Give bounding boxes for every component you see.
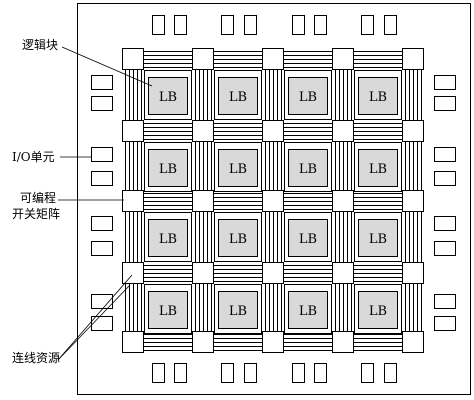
logic-block-label: LB: [159, 90, 177, 105]
label-io-unit: I/O单元: [12, 150, 55, 164]
io-unit: [434, 241, 456, 256]
logic-block: [358, 149, 398, 187]
io-unit: [91, 171, 113, 186]
logic-block-label: LB: [369, 90, 387, 105]
switch-matrix: [262, 120, 284, 142]
io-unit: [384, 15, 397, 35]
io-unit: [152, 363, 165, 383]
logic-block: [288, 77, 328, 115]
switch-matrix: [122, 190, 144, 212]
switch-matrix: [332, 190, 354, 212]
logic-block-label: LB: [369, 232, 387, 247]
switch-matrix: [332, 48, 354, 70]
switch-matrix: [122, 262, 144, 284]
switch-matrix: [122, 48, 144, 70]
io-unit: [314, 363, 327, 383]
logic-block-label: LB: [299, 90, 317, 105]
io-unit: [174, 15, 187, 35]
switch-matrix: [402, 48, 424, 70]
logic-block: [288, 291, 328, 329]
io-unit: [314, 15, 327, 35]
logic-block: [288, 149, 328, 187]
leader-logic-block: [61, 46, 153, 87]
logic-block: [218, 149, 258, 187]
io-unit: [434, 75, 456, 90]
logic-block: [358, 77, 398, 115]
switch-matrix: [332, 262, 354, 284]
switch-matrix: [192, 262, 214, 284]
logic-block: [218, 291, 258, 329]
switch-matrix: [122, 331, 144, 353]
io-unit: [174, 363, 187, 383]
logic-block-label: LB: [369, 162, 387, 177]
io-unit: [292, 15, 305, 35]
logic-block-label: LB: [159, 304, 177, 319]
logic-block: [148, 77, 188, 115]
io-unit: [91, 316, 113, 331]
io-unit: [434, 96, 456, 111]
logic-block-label: LB: [299, 162, 317, 177]
io-unit: [91, 96, 113, 111]
logic-block-label: LB: [229, 232, 247, 247]
switch-matrix: [262, 262, 284, 284]
io-unit: [434, 316, 456, 331]
io-unit: [91, 75, 113, 90]
switch-matrix: [402, 190, 424, 212]
logic-block-label: LB: [229, 90, 247, 105]
logic-block: [218, 219, 258, 257]
io-unit: [91, 216, 113, 231]
io-unit: [434, 294, 456, 309]
logic-block-label: LB: [159, 162, 177, 177]
io-unit: [434, 171, 456, 186]
logic-block-label: LB: [229, 304, 247, 319]
switch-matrix: [402, 120, 424, 142]
logic-block-label: LB: [369, 304, 387, 319]
logic-block: [148, 149, 188, 187]
io-unit: [91, 147, 113, 162]
switch-matrix: [122, 120, 144, 142]
logic-block-label: LB: [229, 162, 247, 177]
logic-block-label: LB: [299, 304, 317, 319]
label-switch-matrix-line2: 开关矩阵: [12, 207, 61, 221]
io-unit: [292, 363, 305, 383]
io-unit: [434, 216, 456, 231]
chip-outline: [77, 3, 471, 395]
io-unit: [221, 363, 234, 383]
leader-interconnect-b: [57, 284, 131, 361]
io-unit: [384, 363, 397, 383]
io-unit: [434, 147, 456, 162]
io-unit: [361, 363, 374, 383]
io-unit: [91, 294, 113, 309]
switch-matrix: [192, 331, 214, 353]
switch-matrix: [262, 331, 284, 353]
logic-block-label: LB: [299, 232, 317, 247]
switch-matrix: [332, 120, 354, 142]
logic-block: [358, 219, 398, 257]
io-unit: [244, 15, 257, 35]
io-unit: [361, 15, 374, 35]
io-unit: [91, 241, 113, 256]
logic-block-label: LB: [159, 232, 177, 247]
logic-block: [148, 291, 188, 329]
io-unit: [152, 15, 165, 35]
switch-matrix: [192, 190, 214, 212]
io-unit: [221, 15, 234, 35]
switch-matrix: [402, 331, 424, 353]
logic-block: [218, 77, 258, 115]
leader-interconnect-a: [57, 274, 133, 361]
logic-block: [288, 219, 328, 257]
label-logic-block: 逻辑块: [22, 38, 59, 52]
switch-matrix: [402, 262, 424, 284]
io-unit: [244, 363, 257, 383]
switch-matrix: [332, 331, 354, 353]
logic-block: [148, 219, 188, 257]
switch-matrix: [192, 48, 214, 70]
label-switch-matrix-line1: 可编程: [20, 191, 57, 205]
label-interconnect: 连线资源: [12, 351, 61, 365]
logic-block: [358, 291, 398, 329]
switch-matrix: [192, 120, 214, 142]
switch-matrix: [262, 190, 284, 212]
switch-matrix: [262, 48, 284, 70]
